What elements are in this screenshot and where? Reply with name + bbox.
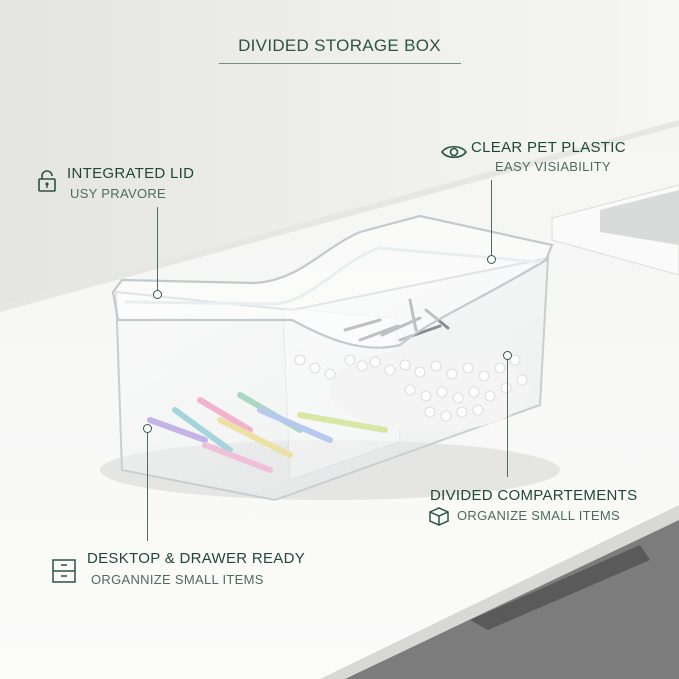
desktop-title: DESKTOP & DRAWER READY bbox=[87, 550, 306, 567]
desktop-leader bbox=[147, 433, 148, 541]
compartments-marker bbox=[503, 351, 512, 360]
lid-leader bbox=[157, 207, 158, 290]
eye-icon bbox=[441, 143, 467, 166]
lid-title: INTEGRATED LID bbox=[67, 165, 195, 182]
plastic-title: CLEAR PET PLASTIC bbox=[471, 139, 626, 156]
plastic-leader bbox=[491, 180, 492, 255]
drawer-front bbox=[345, 520, 679, 679]
title-underline bbox=[219, 63, 461, 64]
box-icon bbox=[428, 506, 450, 531]
page-title: DIVIDED STORAGE BOX bbox=[238, 36, 441, 55]
desktop-marker bbox=[143, 424, 152, 433]
desktop-subtitle: ORGANNIZE SMALL ITEMS bbox=[91, 572, 264, 587]
plastic-marker bbox=[487, 255, 496, 264]
box-lid bbox=[111, 214, 554, 349]
compartments-leader bbox=[507, 360, 508, 477]
desk-front-edge bbox=[320, 505, 679, 679]
binder-clips bbox=[147, 392, 388, 473]
pearls bbox=[294, 348, 530, 432]
lid-subtitle: USY PRAVORE bbox=[70, 186, 167, 201]
plastic-subtitle: EASY VISIABILITY bbox=[495, 159, 611, 174]
drawer-icon bbox=[52, 558, 76, 589]
lock-icon bbox=[37, 169, 57, 198]
compartments-title: DIVIDED COMPARTEMENTS bbox=[430, 487, 638, 504]
compartments-subtitle: ORGANIZE SMALL ITEMS bbox=[457, 508, 620, 523]
lid-marker bbox=[153, 290, 162, 299]
screws bbox=[343, 298, 450, 342]
